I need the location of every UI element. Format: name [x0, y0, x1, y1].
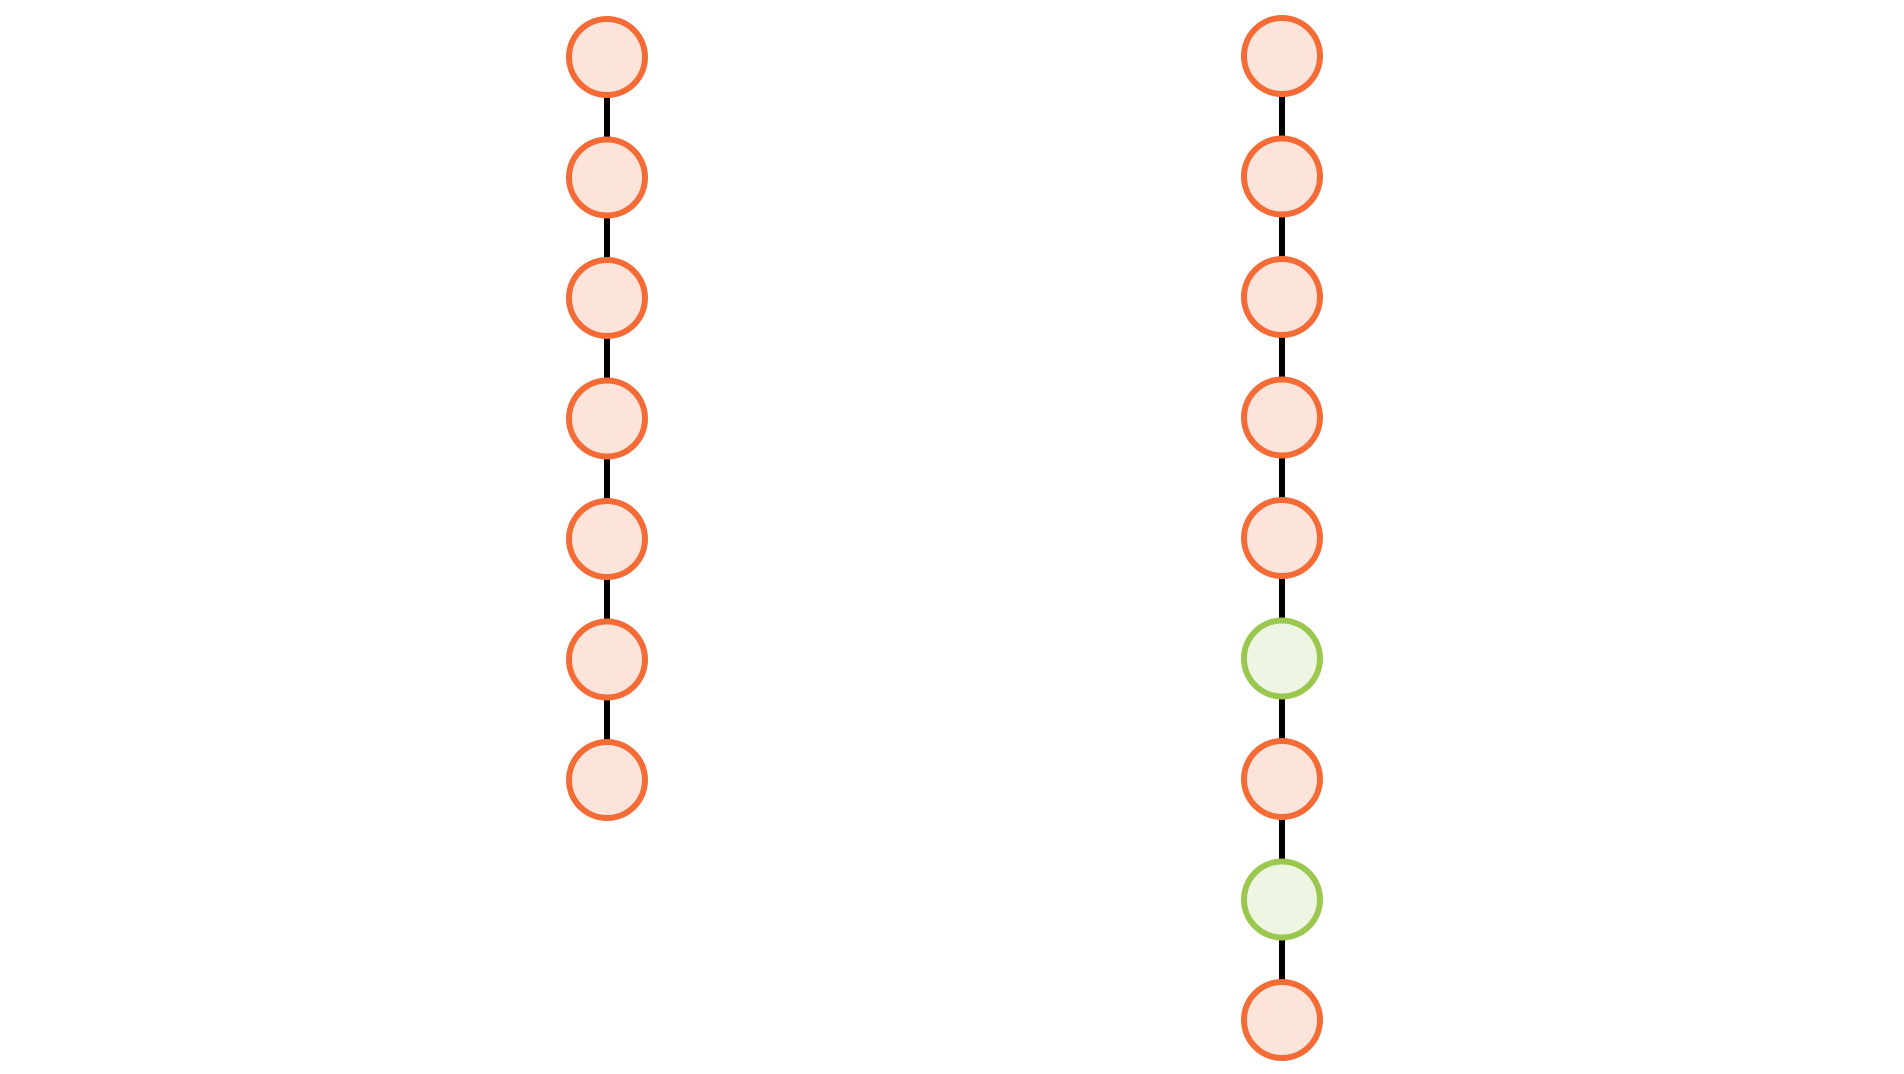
left-chain-node-orange — [566, 739, 648, 821]
right-chain-node-orange — [1241, 738, 1323, 820]
right-chain-node-orange — [1241, 497, 1323, 579]
nodes-layer — [566, 15, 1323, 1061]
left-chain-node-orange — [566, 136, 648, 219]
right-chain-node-orange — [1241, 15, 1323, 97]
left-chain-node-orange — [566, 498, 648, 580]
left-chain-node-orange — [566, 618, 648, 701]
right-chain-node-orange — [1241, 135, 1323, 218]
left-chain-node-orange — [566, 257, 648, 339]
right-chain-node-green — [1241, 617, 1323, 700]
right-chain-node-green — [1241, 858, 1323, 941]
right-chain-node-orange — [1241, 979, 1323, 1061]
left-chain-node-orange — [566, 377, 648, 460]
left-chain-node-orange — [566, 16, 648, 98]
right-chain-node-orange — [1241, 376, 1323, 459]
right-chain-node-orange — [1241, 256, 1323, 338]
